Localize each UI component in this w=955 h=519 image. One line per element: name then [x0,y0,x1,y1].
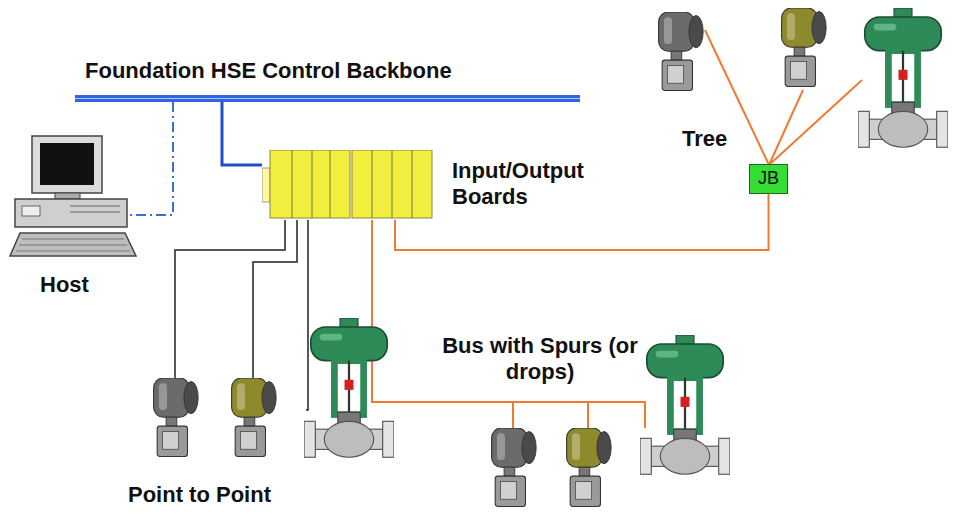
backbone-title: Foundation HSE Control Backbone [85,58,452,84]
node-text: JB [758,168,779,190]
io-boards: Input/Output Boards [262,150,434,220]
topology-label: Point to Point [128,482,271,508]
topology-label: Tree [682,126,727,152]
junction-box: JB [749,164,788,194]
host-label: Host [40,272,89,298]
node-heading: Input/Output Boards [452,158,592,211]
topology-label: Bus with Spurs (or drops) [440,333,640,386]
fieldbus-trunk [395,194,769,250]
